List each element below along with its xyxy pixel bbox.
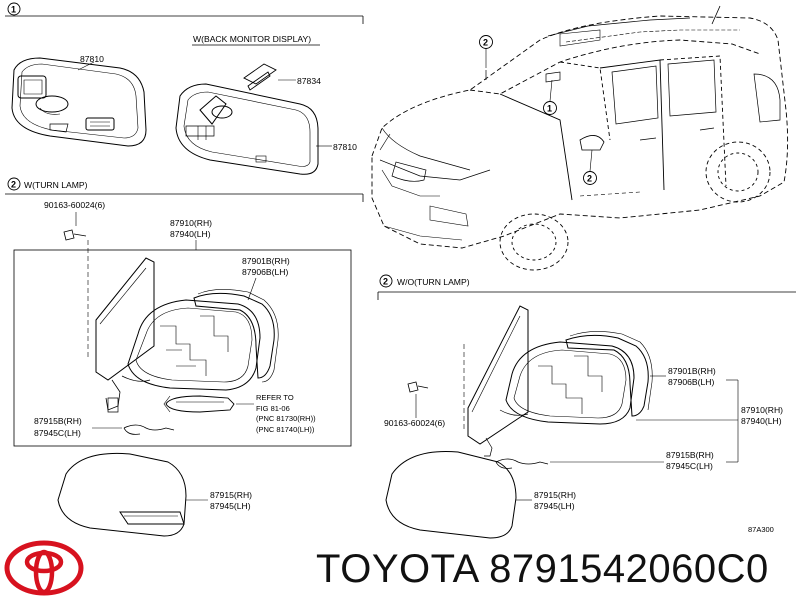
car-callout-inner-mirror-text: 1	[547, 104, 552, 114]
part-cover-left-rh: 87915(RH)	[210, 490, 252, 500]
mirror-base-right-drawing	[467, 305, 529, 457]
part-cover-right-rh: 87915(RH)	[534, 490, 576, 500]
part-glass-right-rh: 87901B(RH)	[668, 366, 716, 376]
section-outer-mirror-turn-lamp: 2 W(TURN LAMP) 90163-60024(6) 87910(RH) …	[5, 177, 364, 537]
section-marker-1	[7, 2, 21, 16]
car-callout-mirror-left-text: 2	[483, 38, 488, 48]
no-turn-lamp-section-label: W/O(TURN LAMP)	[397, 277, 470, 287]
section-outer-mirror-no-turn-lamp: 2 W/O(TURN LAMP) 87901B(RH) 87906B(LH)	[377, 274, 796, 539]
screw-right-drawing	[407, 381, 429, 393]
car-callout-inner-mirror	[543, 101, 557, 115]
part-assy-left-rh: 87910(RH)	[170, 218, 212, 228]
part-glass-right-lh: 87906B(LH)	[668, 377, 714, 387]
section-marker-2-right	[379, 274, 393, 288]
toyota-logo-icon	[4, 540, 84, 596]
turn-lamp-section-label: W(TURN LAMP)	[24, 180, 88, 190]
mirror-glass-right-drawing	[565, 331, 653, 417]
part-screw-left: 90163-60024(6)	[44, 200, 105, 210]
section-marker-2-right-text: 2	[383, 277, 388, 287]
section-marker-2-left	[7, 177, 21, 191]
refer-line-1: REFER TO	[256, 393, 294, 402]
part-wire-right-lh: 87945C(LH)	[666, 461, 713, 471]
refer-line-4: (PNC 81740(LH))	[256, 425, 315, 434]
part-screw-right: 90163-60024(6)	[384, 418, 445, 428]
assembly-box-left	[13, 249, 352, 447]
part-assy-left-lh: 87940(LH)	[170, 229, 211, 239]
car-drawing	[371, 5, 789, 271]
mirror-base-left-drawing	[95, 257, 155, 413]
part-wire-left-lh: 87945C(LH)	[34, 428, 81, 438]
brand-part-number: TOYOTA 8791542060C0	[316, 547, 769, 591]
car-callout-mirror-right-text: 2	[587, 174, 592, 184]
mirror-glass-left-drawing	[193, 289, 279, 383]
bracket-87834-drawing	[243, 63, 277, 91]
screw-left-drawing	[63, 229, 87, 241]
inner-mirror-b-drawing	[175, 83, 319, 175]
back-monitor-option-label: W(BACK MONITOR DISPLAY)	[193, 34, 311, 44]
figure-code: 87A300	[748, 525, 774, 534]
section-marker-2-left-text: 2	[11, 180, 16, 190]
mirror-cover-left-drawing	[57, 452, 187, 537]
part-87810-a: 87810	[80, 54, 104, 64]
part-87810-b: 87810	[333, 142, 357, 152]
car-callouts: 2 1 2	[479, 35, 597, 185]
part-cover-left-lh: 87945(LH)	[210, 501, 251, 511]
car-callout-mirror-right	[583, 171, 597, 185]
section-inner-mirror: 1 W(BACK MONITOR DISPLAY) 87810 87834	[5, 2, 364, 175]
part-assy-right-rh: 87910(RH)	[741, 405, 783, 415]
section-marker-1-text: 1	[11, 5, 16, 15]
wire-left-drawing	[123, 424, 175, 435]
refer-line-2: FIG 81-06	[256, 404, 290, 413]
part-87834: 87834	[297, 76, 321, 86]
mirror-housing-left-drawing	[121, 299, 261, 391]
part-cover-right-lh: 87945(LH)	[534, 501, 575, 511]
part-wire-left-rh: 87915B(RH)	[34, 416, 82, 426]
part-glass-left-rh: 87901B(RH)	[242, 256, 290, 266]
wire-right-drawing	[495, 458, 549, 469]
refer-line-3: (PNC 81730(RH))	[256, 414, 316, 423]
part-glass-left-lh: 87906B(LH)	[242, 267, 288, 277]
mirror-housing-right-drawing	[499, 341, 635, 425]
turn-lamp-left-drawing	[163, 395, 235, 413]
inner-mirror-a-drawing	[11, 57, 147, 147]
part-assy-right-lh: 87940(LH)	[741, 416, 782, 426]
part-wire-right-rh: 87915B(RH)	[666, 450, 714, 460]
mirror-cover-right-drawing	[385, 450, 517, 539]
